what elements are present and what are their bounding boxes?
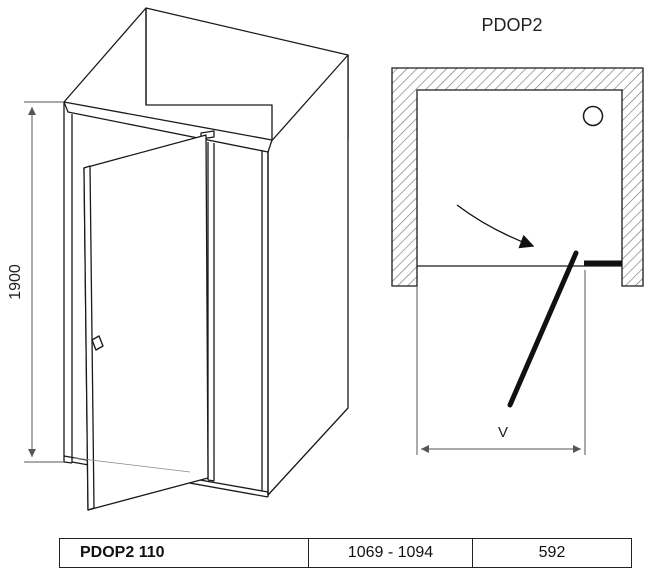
door-handle <box>91 335 104 351</box>
plan-title: PDOP2 <box>481 15 542 35</box>
model-cell: PDOP2 110 <box>59 538 309 568</box>
door-leaf <box>83 134 209 511</box>
width-dimension <box>416 270 586 455</box>
drain-icon <box>582 105 604 127</box>
swing-arrow-icon <box>456 204 535 249</box>
height-label: 1900 <box>7 264 24 300</box>
spec-table: PDOP2 110 1069 - 1094 592 <box>59 538 632 568</box>
range-cell: 1069 - 1094 <box>308 538 473 568</box>
door-leaf-plan <box>507 250 579 408</box>
table-row: PDOP2 110 1069 - 1094 592 <box>59 538 632 568</box>
value-cell: 592 <box>472 538 632 568</box>
plan-view <box>391 67 644 408</box>
shower-door-diagram: 1900 PDOP2 V <box>7 7 644 511</box>
isometric-view <box>63 7 349 511</box>
hatched-wall <box>391 67 644 287</box>
width-label: V <box>498 424 508 441</box>
top-rail <box>63 101 273 153</box>
height-dimension <box>24 101 64 463</box>
